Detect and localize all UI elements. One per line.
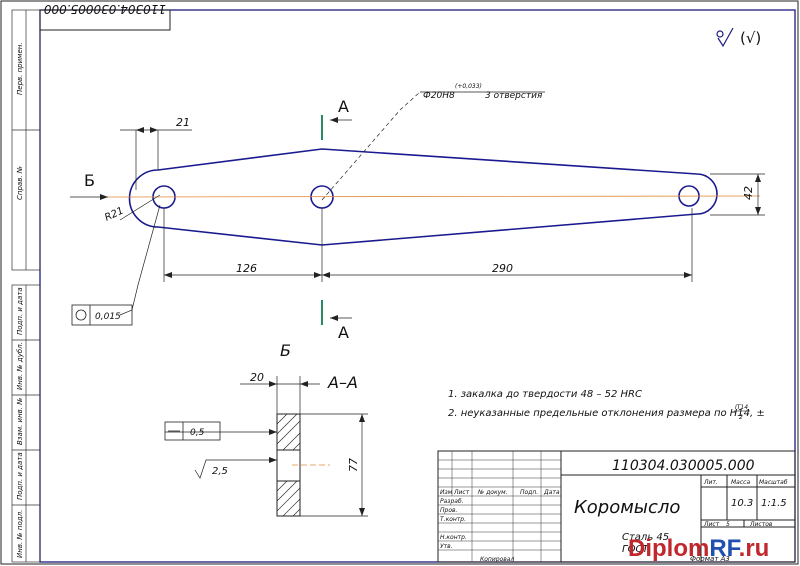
drawing-border <box>39 9 796 563</box>
dimension-lines <box>70 91 765 325</box>
dim-290: 290 <box>492 262 513 275</box>
dim-r21: R21 <box>103 205 125 223</box>
roughness-value: 2,5 <box>212 466 228 477</box>
section-hatching <box>276 413 301 517</box>
strip-inv-dubl: Инв. № дубл. <box>16 342 24 390</box>
section-arrows <box>269 381 365 516</box>
tb-material-std: ГОСТ <box>622 544 649 555</box>
tb-lit-label: Лит. <box>703 479 718 486</box>
tb-col-sign: Подп. <box>520 489 538 496</box>
section-a-top: А <box>338 97 349 116</box>
center-line <box>107 195 761 198</box>
section-label: А–А <box>327 373 358 392</box>
flatness-frame <box>164 421 221 441</box>
tb-row-razrab: Разраб. <box>440 498 464 505</box>
tb-col-izm: Изм <box>440 489 453 496</box>
note-1: 1. закалка до твердости 48 – 52 HRC <box>448 389 642 400</box>
side-strip <box>11 9 41 563</box>
tb-material: Сталь 45 <box>622 532 669 543</box>
tb-format: Формат А3 <box>690 555 730 563</box>
dim-77: 77 <box>347 458 360 472</box>
roughness-mark-general <box>716 27 734 48</box>
title-block-grid <box>437 450 796 563</box>
tb-row-tkontr: Т.контр. <box>440 516 466 523</box>
strip-vzam-inv: Взам. инв. № <box>16 397 24 445</box>
dimension-arrows <box>100 117 761 321</box>
tb-scale-label: Масштаб <box>759 479 788 486</box>
tb-row-nkontr: Н.контр. <box>440 534 467 541</box>
tb-sheet-value: 5 <box>726 521 730 528</box>
title-block-rows <box>438 451 561 562</box>
flatness-value: 0,5 <box>190 428 205 438</box>
tb-row-utv: Утв. <box>440 543 453 550</box>
note-2: 2. неуказанные предельные отклонения раз… <box>448 408 765 419</box>
watermark: DiplomRF.ru <box>628 535 769 562</box>
tb-mass-label: Масса <box>731 479 750 486</box>
hole-tolerance: (+0,033) <box>455 83 482 90</box>
tb-col-date: Дата <box>543 489 560 496</box>
dim-42: 42 <box>742 186 755 200</box>
tb-col-list: Лист <box>453 489 470 496</box>
note-fraction-den: 2 <box>739 414 743 421</box>
view-b-label: Б <box>84 171 95 190</box>
tb-doc-code: 110304.030005.000 <box>612 458 755 474</box>
section-dimensions <box>165 376 368 517</box>
tb-row-prov: Пров. <box>440 507 458 514</box>
strip-podp-data: Подп. и дата <box>16 287 24 335</box>
note-fraction-num: IT14 <box>735 404 748 411</box>
roundness-tolerance-frame <box>71 304 133 326</box>
section-a-bottom: А <box>338 323 349 342</box>
view-b-detail-label: Б <box>280 341 291 360</box>
dim-21: 21 <box>176 116 190 129</box>
tb-scale-value: 1:1.5 <box>761 498 787 509</box>
doc-code-box <box>39 9 171 31</box>
doc-code-rotated: 110304.030005.000 <box>43 2 166 16</box>
roundness-value: 0,015 <box>95 312 121 322</box>
strip-podp-data-2: Подп. и дата <box>16 452 24 500</box>
strip-perv-primen: Перв. примен. <box>16 42 24 95</box>
dim-126: 126 <box>236 262 257 275</box>
dim-20: 20 <box>250 371 264 384</box>
roughness-mark-text: (√) <box>740 29 761 47</box>
hole-callout: Ф20Н8 <box>423 91 455 101</box>
tb-copied: Копировал <box>480 556 514 563</box>
tb-mass-value: 10.3 <box>731 498 753 509</box>
hole-count: 3 отверстия <box>485 91 543 101</box>
strip-sprav-no: Справ. № <box>16 166 24 200</box>
tb-sheets-label: Листов <box>749 521 773 528</box>
strip-inv-podl: Инв. № подл. <box>16 510 24 558</box>
tb-col-doc: № докум. <box>477 489 508 496</box>
tb-part-name: Коромысло <box>574 497 680 518</box>
tb-sheet-label: Лист <box>703 521 720 528</box>
